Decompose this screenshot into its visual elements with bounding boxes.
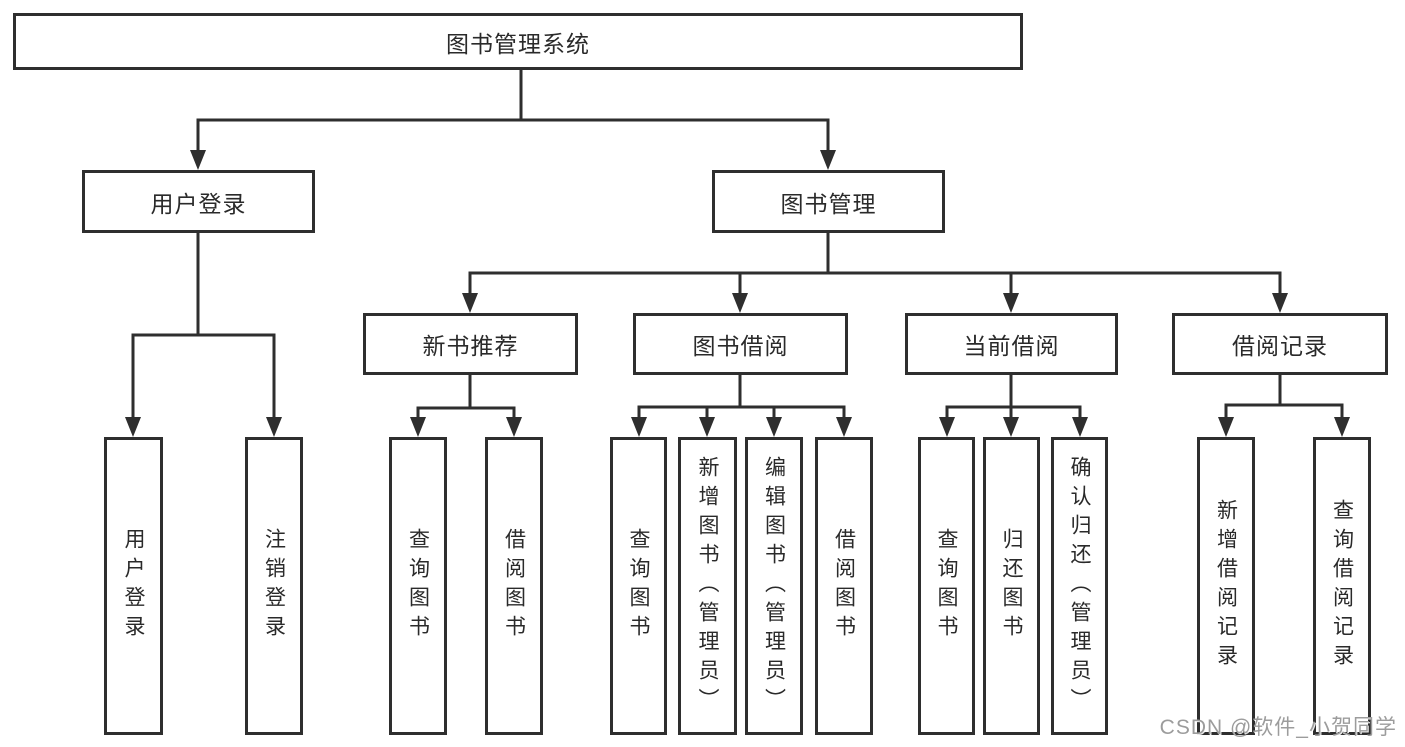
leaf-record-query: 查询借阅记录: [1313, 437, 1371, 735]
node-user-login: 用户登录: [82, 170, 315, 233]
connector-borrow-record-children: [1218, 375, 1350, 437]
leaf-current-confirm-admin-label: 确认归还（管理员）: [1068, 455, 1091, 717]
connector-book-borrow-children: [631, 375, 852, 437]
node-book-borrow: 图书借阅: [633, 313, 848, 375]
leaf-borrow-query: 查询图书: [610, 437, 667, 735]
node-new-book-rec-label: 新书推荐: [422, 333, 519, 359]
node-book-mgmt-label: 图书管理: [780, 190, 877, 217]
leaf-newbook-query-label: 查询图书: [406, 528, 430, 644]
leaf-logout: 注销登录: [245, 437, 303, 735]
node-borrow-record: 借阅记录: [1172, 313, 1388, 375]
leaf-borrow-add-admin-label: 新增图书（管理员）: [696, 455, 719, 717]
node-user-login-label: 用户登录: [150, 190, 247, 217]
leaf-record-add-label: 新增借阅记录: [1214, 499, 1238, 673]
node-borrow-record-label: 借阅记录: [1232, 333, 1328, 359]
leaf-borrow-query-label: 查询图书: [627, 528, 650, 644]
node-current-borrow-label: 当前借阅: [963, 333, 1060, 359]
leaf-record-query-label: 查询借阅记录: [1330, 499, 1354, 673]
leaf-logout-label: 注销登录: [262, 528, 286, 644]
leaf-borrow-edit-admin: 编辑图书（管理员）: [745, 437, 803, 735]
leaf-current-query-label: 查询图书: [935, 528, 958, 644]
leaf-current-return: 归还图书: [983, 437, 1040, 735]
leaf-borrow-add-admin: 新增图书（管理员）: [678, 437, 737, 735]
connector-root-to-level2: [190, 70, 836, 170]
node-new-book-rec: 新书推荐: [363, 313, 578, 375]
leaf-user-login-label: 用户登录: [122, 528, 145, 644]
node-book-borrow-label: 图书借阅: [692, 333, 789, 359]
leaf-newbook-borrow: 借阅图书: [485, 437, 543, 735]
node-book-mgmt: 图书管理: [712, 170, 945, 233]
leaf-user-login: 用户登录: [104, 437, 163, 735]
connector-user-login-children: [125, 233, 282, 437]
leaf-record-add: 新增借阅记录: [1197, 437, 1255, 735]
leaf-borrow-borrow: 借阅图书: [815, 437, 873, 735]
leaf-newbook-query: 查询图书: [389, 437, 447, 735]
leaf-current-query: 查询图书: [918, 437, 975, 735]
csdn-watermark: CSDN @软件_小贺同学: [1159, 716, 1397, 739]
leaf-current-confirm-admin: 确认归还（管理员）: [1051, 437, 1108, 735]
leaf-current-return-label: 归还图书: [1000, 528, 1023, 644]
leaf-borrow-edit-admin-label: 编辑图书（管理员）: [762, 455, 786, 717]
connector-new-book-children: [410, 375, 522, 437]
connector-current-borrow-children: [939, 375, 1088, 437]
leaf-newbook-borrow-label: 借阅图书: [502, 528, 526, 644]
node-current-borrow: 当前借阅: [905, 313, 1118, 375]
node-root: 图书管理系统: [13, 13, 1023, 70]
leaf-borrow-borrow-label: 借阅图书: [832, 528, 856, 644]
connector-book-mgmt-children: [462, 233, 1288, 313]
node-root-label: 图书管理系统: [446, 30, 590, 57]
